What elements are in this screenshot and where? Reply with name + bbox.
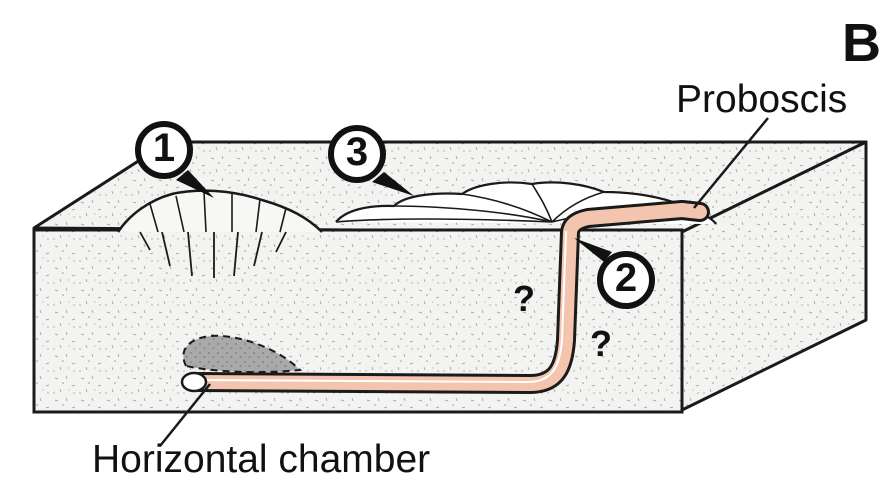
chamber-end: [182, 373, 206, 391]
unknown-extent-mark: ?: [590, 326, 612, 362]
marker-1-number: 1: [141, 128, 187, 168]
marker-3-number: 3: [334, 132, 380, 172]
marker-2-number: 2: [603, 258, 649, 298]
unknown-extent-mark: ?: [513, 281, 535, 317]
horizontal-chamber-label: Horizontal chamber: [92, 440, 430, 479]
proboscis-label: Proboscis: [676, 80, 847, 119]
panel-letter: B: [842, 16, 881, 70]
